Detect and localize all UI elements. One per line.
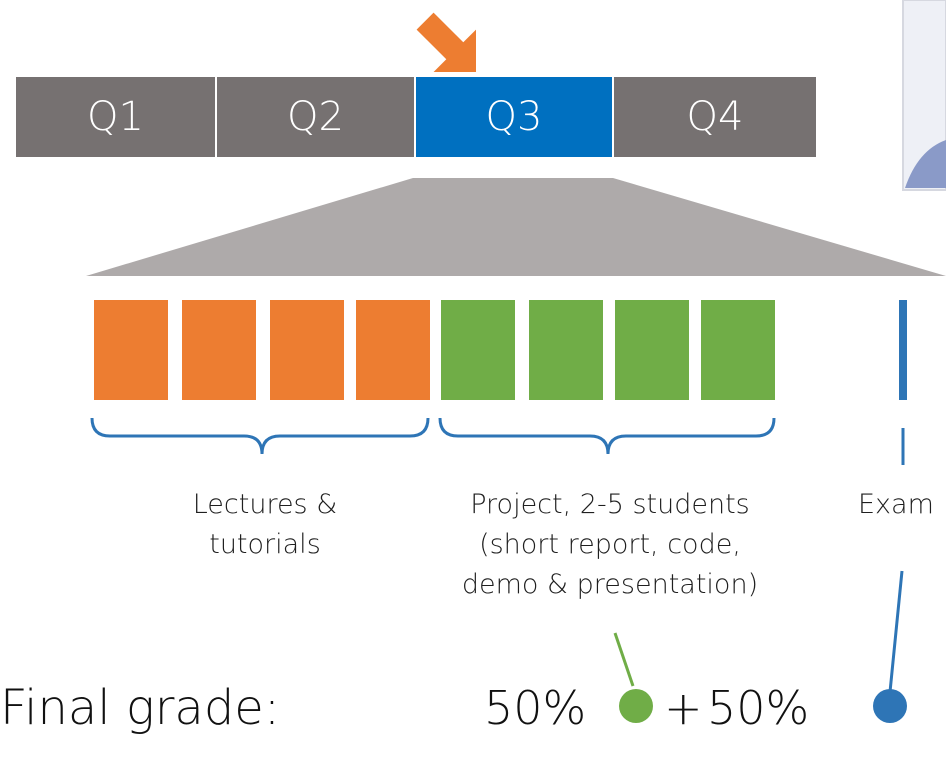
lecture-week-block bbox=[356, 300, 430, 400]
lectures-label-line: tutorials bbox=[209, 529, 321, 560]
lectures-label: Lectures & tutorials bbox=[150, 485, 380, 565]
plus-sign: + bbox=[664, 681, 703, 735]
project-dot bbox=[619, 689, 653, 723]
selected-quarter-arrow bbox=[416, 12, 476, 72]
quarter-q1[interactable]: Q1 bbox=[16, 77, 215, 157]
project-week-block bbox=[615, 300, 689, 400]
lecture-week-block bbox=[182, 300, 256, 400]
expand-funnel bbox=[86, 178, 946, 276]
project-label: Project, 2-5 students (short report, cod… bbox=[400, 485, 820, 605]
exam-connector bbox=[888, 570, 904, 693]
lecture-week-block bbox=[94, 300, 168, 400]
project-share: 50% bbox=[484, 681, 587, 735]
project-week-block bbox=[529, 300, 603, 400]
quarter-q2[interactable]: Q2 bbox=[217, 77, 414, 157]
exam-dot bbox=[873, 689, 907, 723]
lecture-week-block bbox=[270, 300, 344, 400]
project-label-line: Project, 2-5 students bbox=[470, 489, 750, 520]
lectures-label-line: Lectures & bbox=[192, 489, 338, 520]
project-week-block bbox=[701, 300, 775, 400]
project-label-line: (short report, code, bbox=[479, 529, 741, 560]
quarter-q4[interactable]: Q4 bbox=[614, 77, 816, 157]
exam-label: Exam bbox=[858, 489, 934, 520]
cropped-photo bbox=[902, 0, 946, 191]
lectures-brace bbox=[90, 417, 430, 455]
exam-block bbox=[899, 300, 907, 400]
final-grade-title: Final grade: bbox=[0, 680, 281, 736]
project-connector bbox=[613, 632, 635, 687]
quarter-q3[interactable]: Q3 bbox=[416, 77, 612, 157]
exam-share: 50% bbox=[707, 681, 810, 735]
project-week-block bbox=[441, 300, 515, 400]
project-label-line: demo & presentation) bbox=[461, 569, 759, 600]
project-brace bbox=[438, 417, 776, 455]
